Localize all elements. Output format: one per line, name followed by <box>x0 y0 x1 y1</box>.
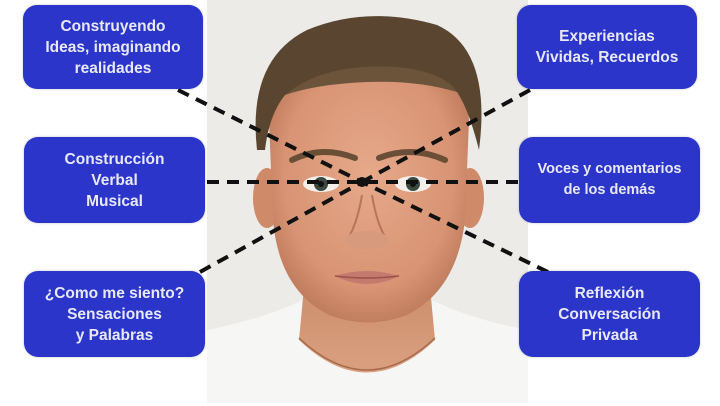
face-illustration <box>207 0 528 403</box>
box-text-line: Sensaciones <box>67 305 162 323</box>
box-text-line: Vividas, Recuerdos <box>535 49 679 66</box>
box-text-line: Conversación <box>558 305 661 323</box>
box-text-line: Construyendo <box>60 17 166 35</box>
box-text-line: Musical <box>86 192 143 210</box>
box-text-line: ¿Como me siento? <box>44 284 185 302</box>
box-text-line: Construcción <box>64 150 165 168</box>
box-middle-right: Voces y comentarios de los demás <box>519 137 700 223</box>
box-bottom-left: ¿Como me siento? Sensaciones y Palabras <box>24 271 205 357</box>
box-text-line: y Palabras <box>75 326 154 344</box>
box-text-line: Experiencias <box>559 28 655 45</box>
box-bottom-right: Reflexión Conversación Privada <box>519 271 700 357</box>
face-photo <box>207 0 528 403</box>
box-text-line: Verbal <box>91 171 138 189</box>
box-top-left: Construyendo Ideas, imaginando realidade… <box>23 5 203 89</box>
box-text-line: de los demás <box>563 182 656 198</box>
box-text-line: Privada <box>581 326 638 344</box>
box-text-line: Reflexión <box>574 284 645 302</box>
box-text-line: Ideas, imaginando <box>45 38 181 56</box>
box-middle-left: Construcción Verbal Musical <box>24 137 205 223</box>
box-text-line: realidades <box>74 59 152 77</box>
box-text-line: Voces y comentarios <box>537 161 682 177</box>
box-top-right: Experiencias Vividas, Recuerdos <box>517 5 697 89</box>
